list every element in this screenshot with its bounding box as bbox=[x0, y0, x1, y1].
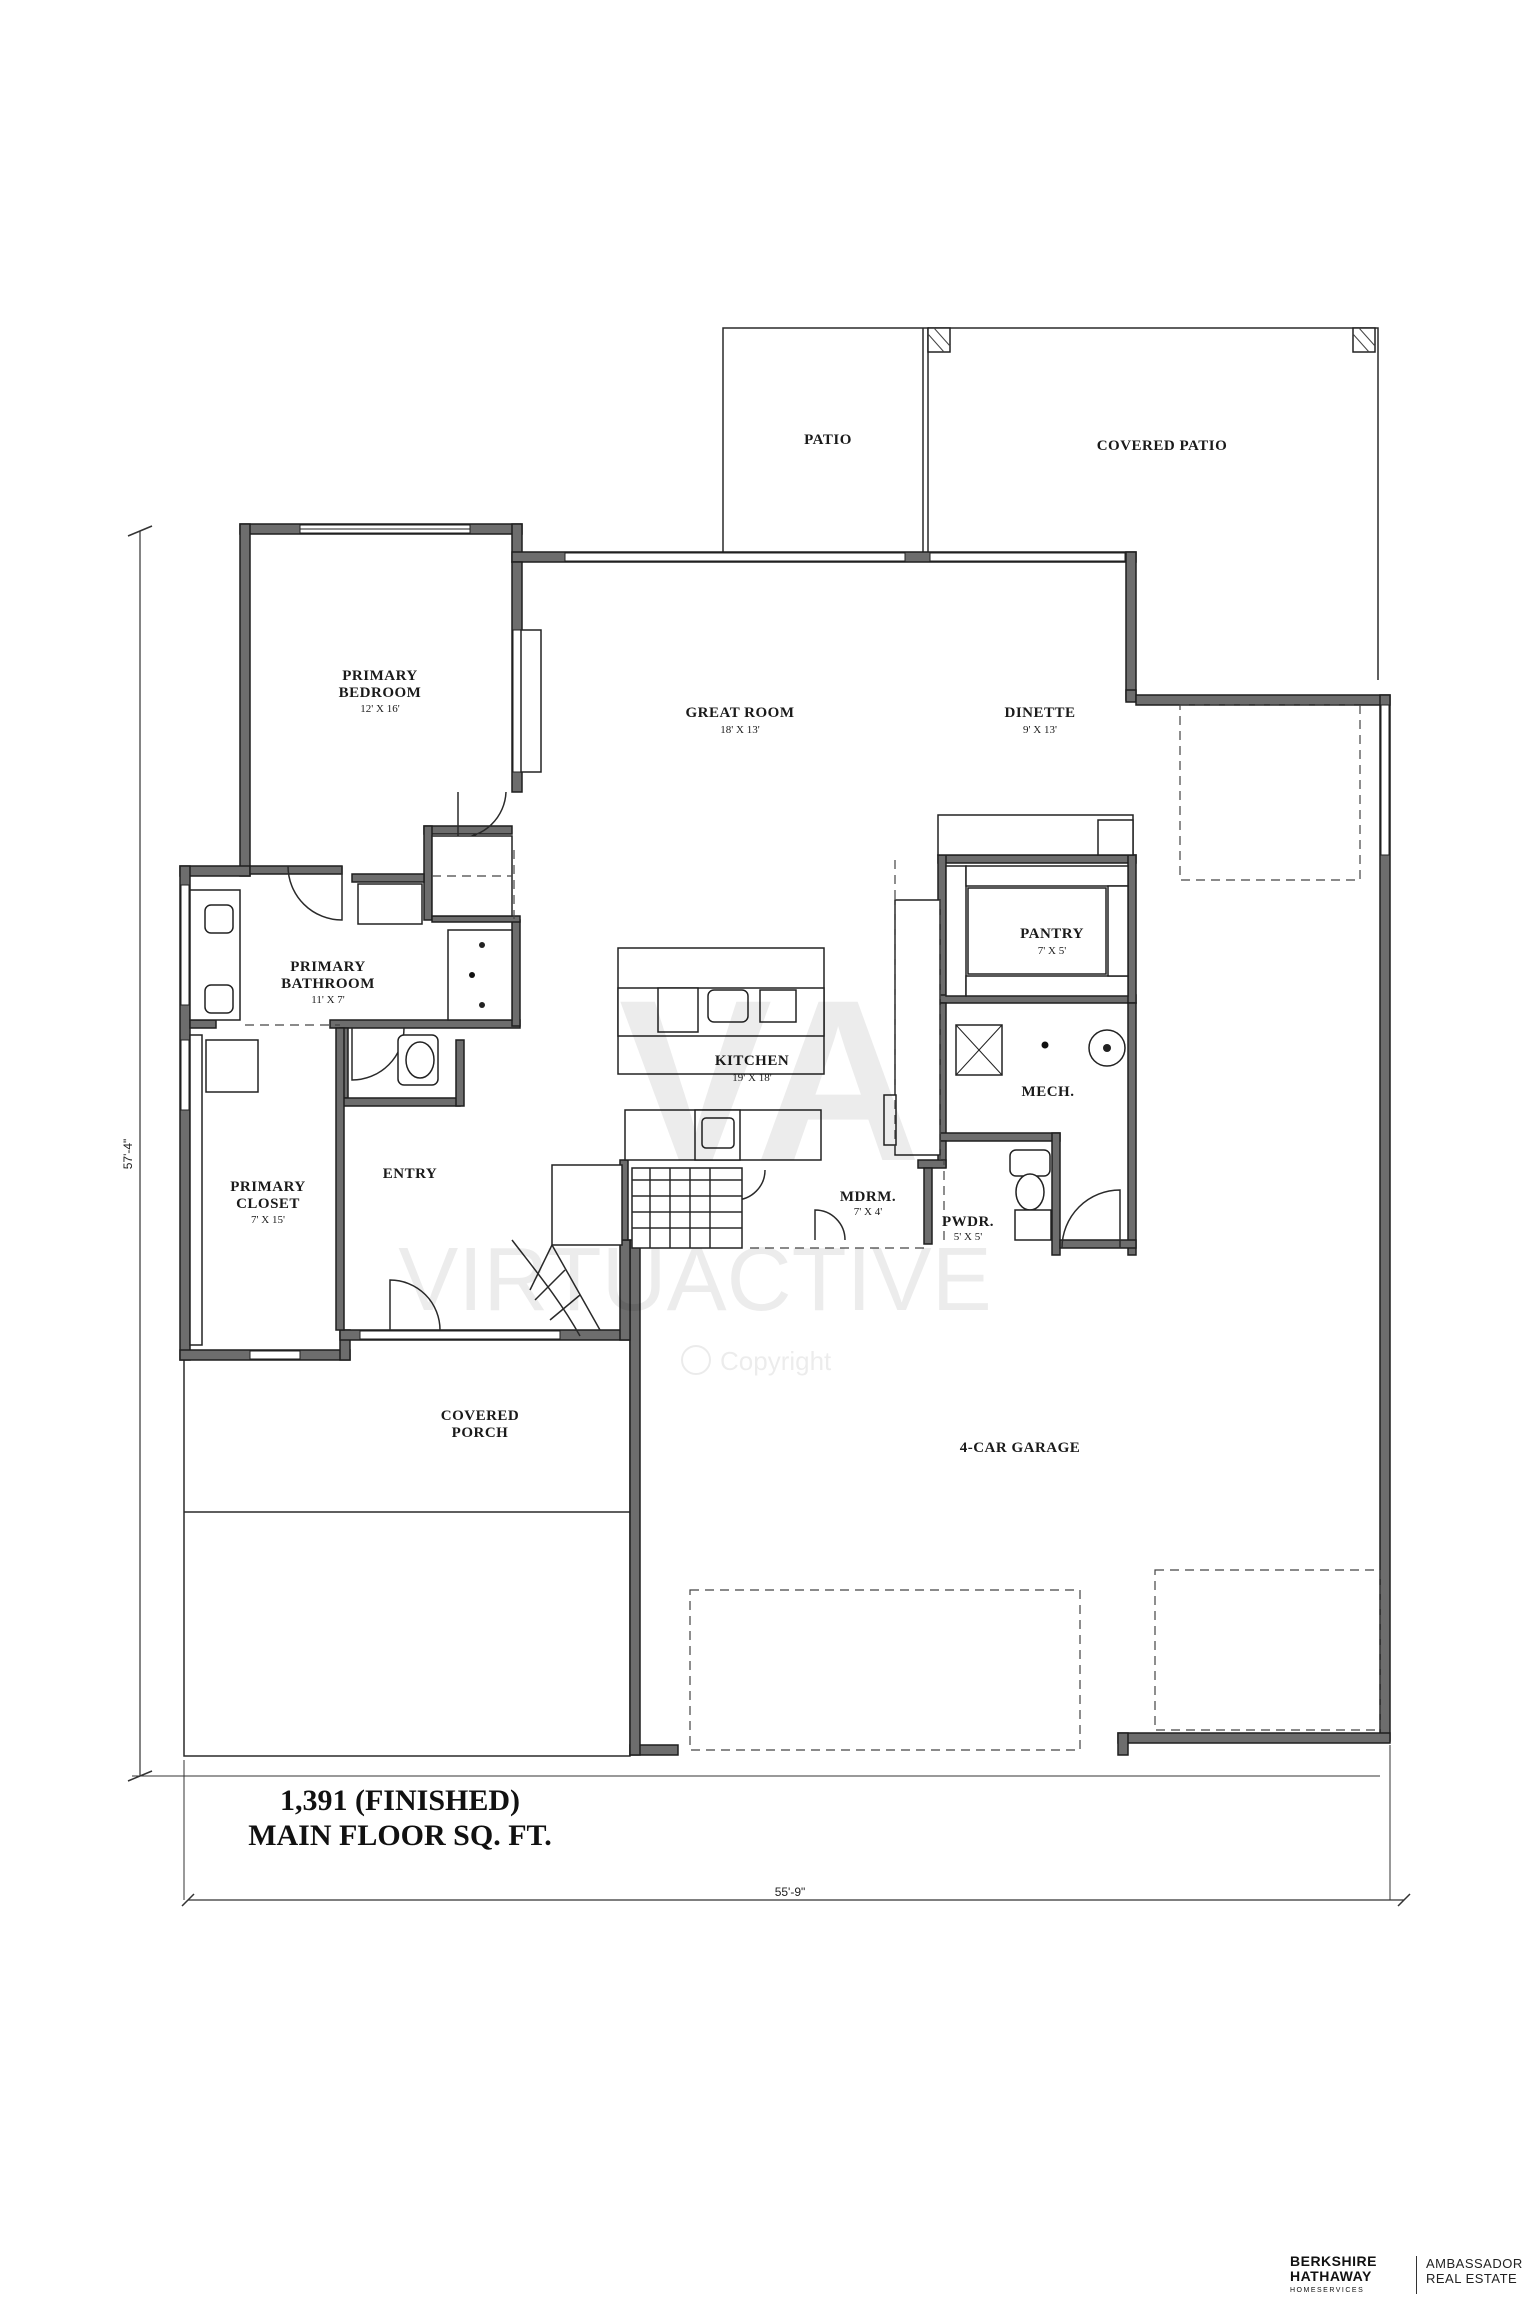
depth-dimension: 57'-4" bbox=[121, 1139, 135, 1170]
mudroom-label: MDRM. bbox=[840, 1189, 896, 1205]
copyright-icon bbox=[681, 1345, 711, 1375]
brand-right-2: REAL ESTATE bbox=[1426, 2271, 1518, 2286]
powder-label: PWDR. bbox=[942, 1214, 994, 1230]
primary-closet-label-1: PRIMARY bbox=[230, 1179, 305, 1195]
width-dimension: 55'-9" bbox=[775, 1885, 806, 1899]
dashed-lines bbox=[245, 704, 1381, 1751]
bath-fixtures bbox=[189, 889, 1052, 1241]
covered-patio-label: COVERED PATIO bbox=[1097, 438, 1228, 454]
powder-dims: 5' X 5' bbox=[954, 1231, 982, 1243]
covered-porch-label-2: PORCH bbox=[452, 1425, 509, 1441]
covered-porch-label-1: COVERED bbox=[441, 1408, 520, 1424]
closet-fixtures bbox=[189, 1034, 259, 1346]
porch-outline bbox=[183, 1340, 631, 1757]
watermark: VA VIRTUACTIVE Copyright bbox=[398, 952, 991, 1376]
watermark-copyright: Copyright bbox=[720, 1346, 832, 1376]
great-room-dims: 18' X 13' bbox=[720, 724, 759, 736]
kitchen-dims: 19' X 18' bbox=[732, 1072, 771, 1084]
primary-bathroom-label-2: BATHROOM bbox=[281, 976, 375, 992]
shelving bbox=[357, 814, 1134, 997]
watermark-mark: VA bbox=[619, 952, 921, 1209]
primary-bedroom-dims: 12' X 16' bbox=[360, 703, 399, 715]
dinette-dims: 9' X 13' bbox=[1023, 724, 1057, 736]
mech-fixtures bbox=[955, 1024, 1126, 1076]
dimension-lines bbox=[127, 525, 1411, 1907]
pantry-label: PANTRY bbox=[1020, 926, 1084, 942]
garage-label: 4-CAR GARAGE bbox=[960, 1440, 1081, 1456]
brand-line-3: HOMESERVICES bbox=[1290, 2287, 1365, 2294]
primary-bathroom-label-1: PRIMARY bbox=[290, 959, 365, 975]
sqft-finished: 1,391 (FINISHED) bbox=[280, 1784, 520, 1817]
kitchen-label: KITCHEN bbox=[715, 1053, 789, 1069]
windows bbox=[180, 524, 1390, 1360]
brand-affiliate: AMBASSADOR REAL ESTATE bbox=[1426, 2256, 1523, 2286]
stairs bbox=[511, 1164, 743, 1337]
primary-closet-label-2: CLOSET bbox=[236, 1196, 300, 1212]
patio-label: PATIO bbox=[804, 432, 852, 448]
primary-bedroom-label-2: BEDROOM bbox=[339, 685, 422, 701]
mech-label: MECH. bbox=[1022, 1084, 1075, 1100]
watermark-word: VIRTUACTIVE bbox=[398, 1230, 991, 1330]
great-room-label: GREAT ROOM bbox=[685, 705, 794, 721]
brand-right-1: AMBASSADOR bbox=[1426, 2256, 1523, 2271]
kitchen-island bbox=[617, 860, 941, 1161]
pantry-dims: 7' X 5' bbox=[1038, 945, 1066, 957]
primary-closet-dims: 7' X 15' bbox=[251, 1214, 285, 1226]
mudroom-dims: 7' X 4' bbox=[854, 1206, 882, 1218]
brand-line-2: HATHAWAY bbox=[1290, 2268, 1372, 2284]
sqft-caption: MAIN FLOOR SQ. FT. bbox=[248, 1819, 552, 1852]
brand-logo: BERKSHIRE HATHAWAY bbox=[1290, 2254, 1377, 2284]
patio-outline bbox=[722, 327, 1379, 680]
primary-bathroom-dims: 11' X 7' bbox=[311, 994, 345, 1006]
entry-label: ENTRY bbox=[383, 1166, 437, 1182]
dinette-label: DINETTE bbox=[1004, 705, 1075, 721]
brand-line-1: BERKSHIRE bbox=[1290, 2253, 1377, 2269]
primary-bedroom-label-1: PRIMARY bbox=[342, 668, 417, 684]
brand-divider bbox=[1416, 2256, 1417, 2294]
